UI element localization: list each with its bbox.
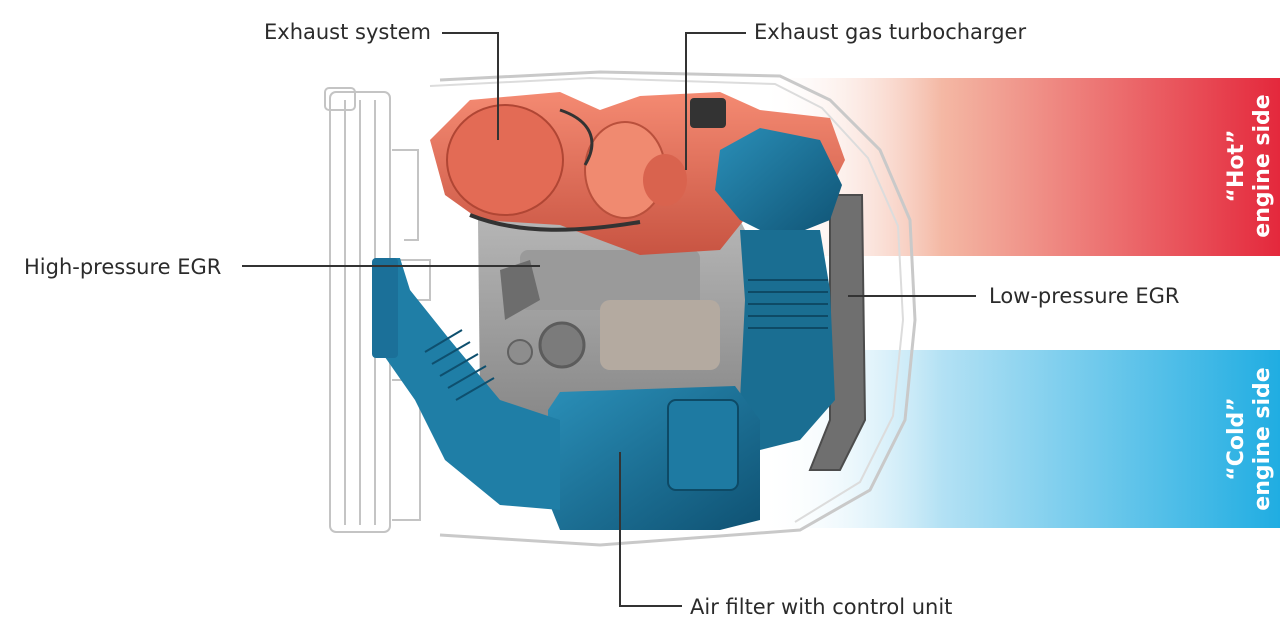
leader-air-filter <box>619 452 682 607</box>
hot-side-line1: “Hot” <box>1224 129 1249 203</box>
cold-side-label: “Cold” engine side <box>1224 354 1276 524</box>
label-air-filter: Air filter with control unit <box>690 595 953 619</box>
hot-side-line2: engine side <box>1250 94 1275 238</box>
label-high-pressure-egr: High-pressure EGR <box>24 255 222 279</box>
label-exhaust-system: Exhaust system <box>264 20 431 44</box>
engine-block <box>478 220 760 440</box>
leader-turbocharger <box>685 32 746 170</box>
label-turbocharger: Exhaust gas turbocharger <box>754 20 1027 44</box>
low-pressure-egr-pipe <box>808 194 867 471</box>
label-low-pressure-egr: Low-pressure EGR <box>989 284 1180 308</box>
leader-exhaust-system <box>442 32 499 140</box>
cold-side-line2: engine side <box>1250 367 1275 511</box>
intake-snorkel <box>375 258 560 510</box>
intake-path <box>372 128 842 530</box>
leader-lines <box>242 32 976 607</box>
engine-bay-outline <box>439 70 917 547</box>
cold-side-line1: “Cold” <box>1224 397 1249 481</box>
hot-side-label: “Hot” engine side <box>1224 81 1276 251</box>
